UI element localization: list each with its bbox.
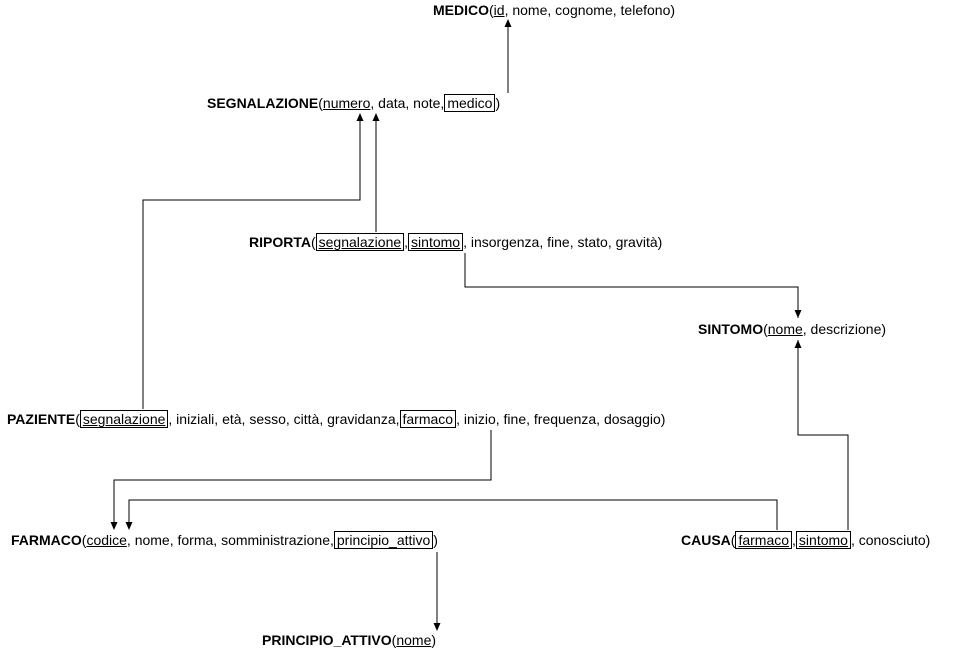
relation-segnalazione: SEGNALAZIONE(numero, data, note,medico)	[207, 94, 501, 112]
relation-name: FARMACO	[11, 532, 82, 548]
arrowhead-segnalazione-1	[356, 113, 364, 121]
relation-name: PAZIENTE	[7, 411, 76, 427]
arrowhead-principio	[433, 623, 441, 631]
close-paren: )	[433, 532, 438, 548]
attributes: , iniziali, età, sesso, città, gravidanz…	[168, 411, 400, 427]
relation-paziente: PAZIENTE(segnalazione, iniziali, età, se…	[7, 410, 666, 428]
primary-key: id	[493, 2, 505, 18]
primary-key: numero	[322, 95, 371, 111]
attributes: , conosciuto)	[850, 532, 931, 548]
foreign-key-farmaco: farmaco	[735, 531, 793, 549]
relation-riporta: RIPORTA(segnalazione,sintomo, insorgenza…	[249, 233, 663, 251]
relation-name: CAUSA	[681, 532, 731, 548]
relation-medico: MEDICO(id, nome, cognome, telefono)	[433, 2, 676, 18]
relation-name: SINTOMO	[698, 321, 764, 337]
foreign-key-medico: medico	[444, 94, 496, 112]
attributes: , descrizione)	[802, 321, 887, 337]
attributes: , insorgenza, fine, stato, gravità)	[463, 234, 663, 250]
attributes-rest: , inizio, fine, frequenza, dosaggio)	[456, 411, 666, 427]
primary-key: nome	[396, 632, 432, 648]
arrowhead-medico	[504, 19, 512, 27]
relation-name: SEGNALAZIONE	[207, 95, 319, 111]
arrowhead-farmaco-1	[110, 522, 118, 530]
primary-key: codice	[86, 532, 127, 548]
arrow-paziente-segnalazione	[142, 115, 361, 409]
foreign-key-segnalazione: segnalazione	[315, 233, 405, 251]
relation-name: RIPORTA	[249, 234, 311, 250]
arrow-riporta-sintomo	[464, 253, 799, 318]
foreign-key-sintomo: sintomo	[795, 531, 851, 549]
arrowhead-sintomo-top	[794, 310, 802, 318]
separator: ,	[792, 532, 796, 548]
foreign-key-segnalazione: segnalazione	[79, 410, 169, 428]
arrowhead-sintomo-bottom	[794, 340, 802, 348]
arrow-paziente-farmaco	[113, 430, 492, 529]
arrowhead-segnalazione-2	[372, 113, 380, 121]
arrowhead-farmaco-2	[125, 522, 133, 530]
attributes: , nome, cognome, telefono)	[504, 2, 676, 18]
arrow-causa-farmaco	[128, 499, 778, 530]
relation-causa: CAUSA(farmaco,sintomo, conosciuto)	[681, 531, 931, 549]
relation-principio-attivo: PRINCIPIO_ATTIVO(nome)	[262, 632, 437, 648]
separator: ,	[404, 234, 409, 250]
arrow-causa-sintomo	[797, 340, 849, 530]
close-paren: )	[495, 95, 501, 111]
relation-farmaco: FARMACO(codice, nome, forma, somministra…	[11, 531, 438, 549]
relation-name: PRINCIPIO_ATTIVO	[262, 632, 392, 648]
foreign-key-principio-attivo: principio_attivo	[333, 531, 434, 549]
close-paren: )	[431, 632, 437, 648]
foreign-key-farmaco: farmaco	[399, 410, 457, 428]
foreign-key-sintomo: sintomo	[408, 233, 464, 251]
primary-key: nome	[767, 321, 803, 337]
attributes: , nome, forma, somministrazione,	[126, 532, 334, 548]
attributes: , data, note,	[370, 95, 445, 111]
relation-sintomo: SINTOMO(nome, descrizione)	[698, 321, 887, 337]
relation-name: MEDICO	[433, 2, 489, 18]
